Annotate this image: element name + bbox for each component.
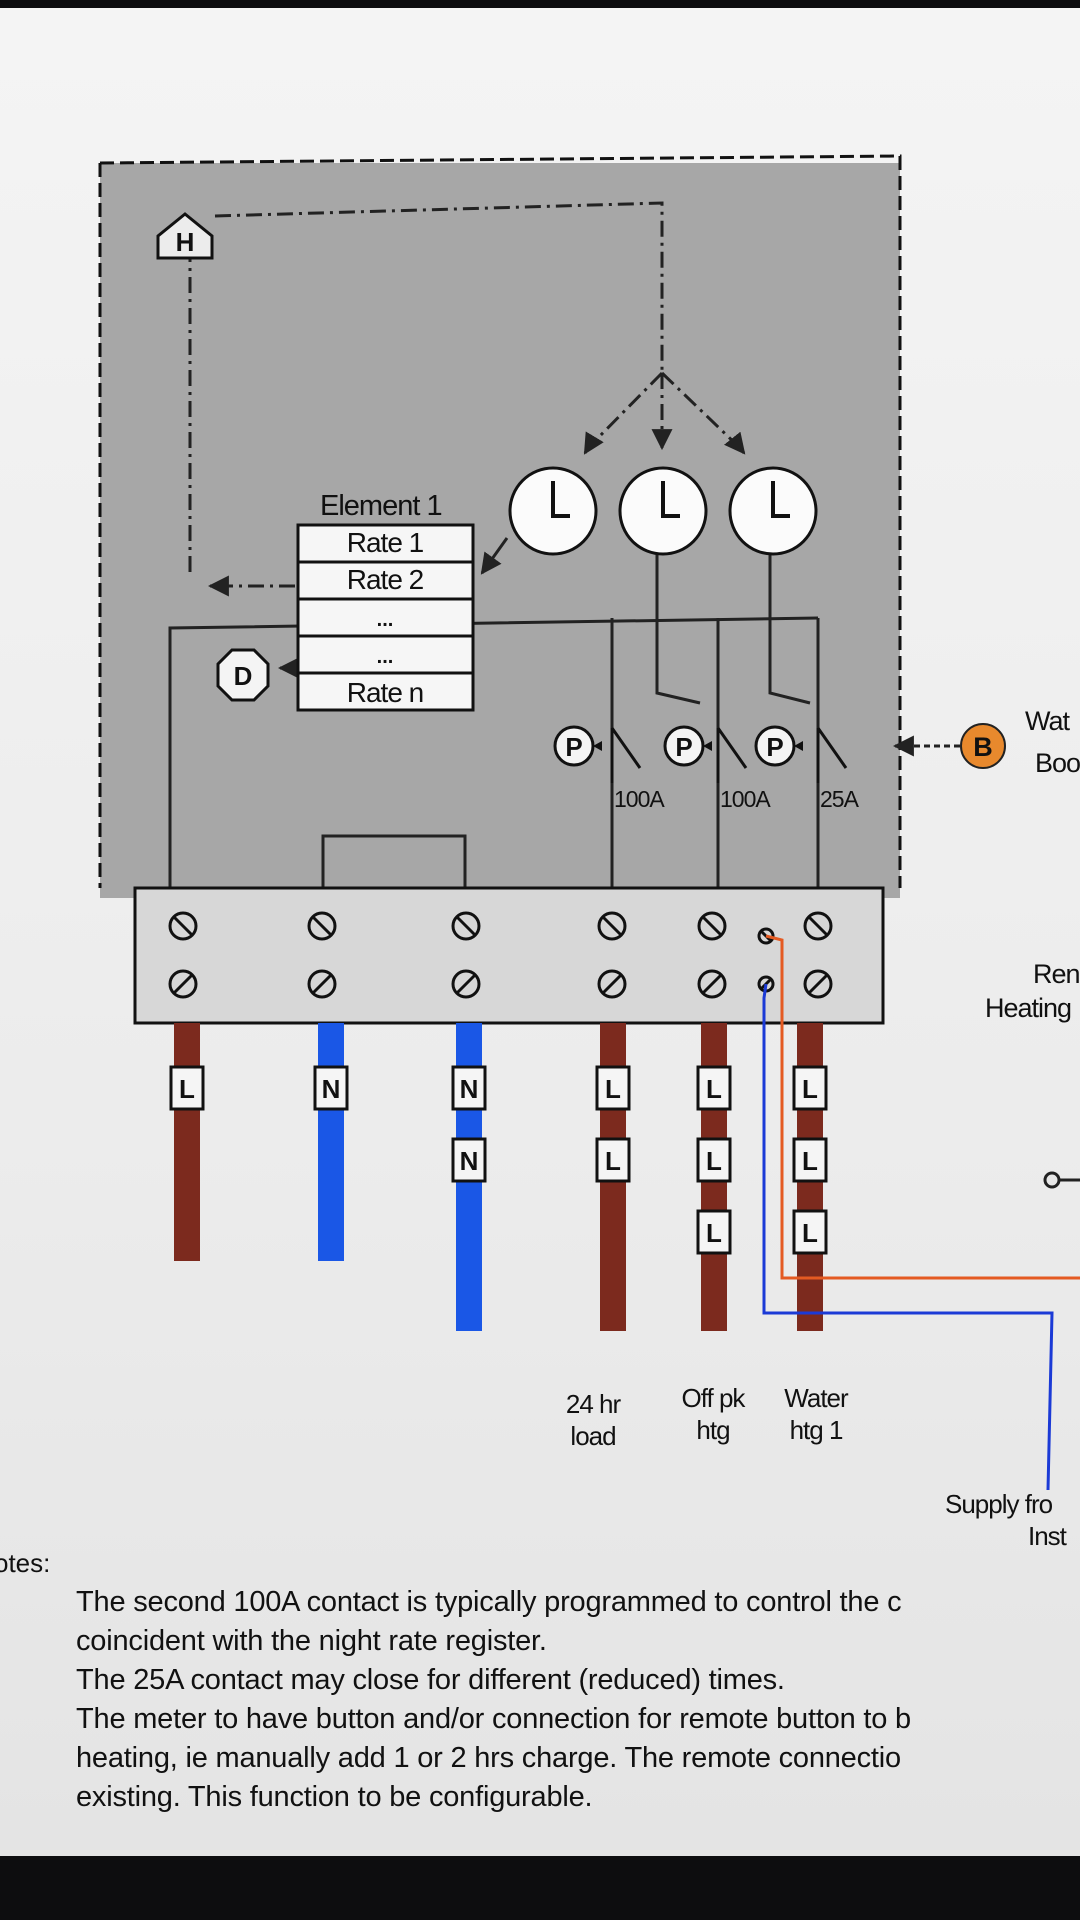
conductor-tag-label: N [460, 1146, 479, 1176]
circuit-24hr-line2: load [570, 1421, 615, 1451]
conductor-tag-label: L [605, 1146, 621, 1176]
conductor-tag-label: L [706, 1074, 722, 1104]
remote-connection-terminal [1043, 1171, 1061, 1189]
conductor-tag-label: L [605, 1074, 621, 1104]
p-relay-icon: P [553, 725, 602, 767]
remote-heating-label-2: Heating [985, 993, 1071, 1023]
d-octagon-icon: D [216, 648, 270, 702]
h-icon-letter: H [176, 227, 195, 257]
conductor-tag-label: L [706, 1146, 722, 1176]
rate-ellipsis-1: ... [377, 609, 394, 631]
conductor-tag: N [451, 1065, 487, 1111]
note-line-4: The meter to have button and/or connecti… [76, 1703, 911, 1735]
note-line-5: heating, ie manually add 1 or 2 hrs char… [76, 1742, 901, 1774]
conductor-tag: L [595, 1065, 631, 1111]
water-boost-label-2: Boo [1035, 748, 1080, 778]
b-icon-letter: B [973, 732, 993, 762]
conductor-tag-label: L [706, 1218, 722, 1248]
circuit-water-line1: Water [784, 1383, 849, 1413]
rate-1: Rate 1 [347, 527, 424, 558]
conductor-tag-label: N [322, 1074, 341, 1104]
p-relay-icon: P [663, 725, 712, 767]
neutral-cable-1 [318, 1023, 344, 1261]
p-icon-letter: P [565, 732, 582, 762]
supply-label-2: Inst [1028, 1521, 1068, 1551]
rate-ellipsis-2: ... [377, 646, 394, 668]
rate-2: Rate 2 [347, 564, 424, 595]
d-icon-letter: D [234, 661, 253, 691]
conductor-tag-label: L [802, 1218, 818, 1248]
conductor-tag: L [696, 1137, 732, 1183]
clock-icon [508, 466, 598, 556]
enclosure-dashed-border [98, 154, 902, 888]
notes-heading: otes: [0, 1548, 51, 1578]
conductor-tag-label: N [460, 1074, 479, 1104]
circuit-water-line2: htg 1 [790, 1415, 843, 1445]
conductor-tag: L [169, 1065, 205, 1111]
water-boost-label-1: Wat [1025, 706, 1070, 736]
circuit-24hr-line1: 24 hr [566, 1389, 622, 1419]
conductor-tag: L [595, 1137, 631, 1183]
contact-rating-2: 100A [720, 786, 771, 812]
note-line-3: The 25A contact may close for different … [76, 1664, 785, 1696]
conductor-tag: L [792, 1065, 828, 1111]
internal-wiring [168, 528, 960, 888]
remote-button-wire [765, 934, 1080, 1280]
supply-label-1: Supply fro [945, 1489, 1053, 1519]
conductor-tag: L [696, 1065, 732, 1111]
photo-of-screen: H D Element 1 Rate 1 Rate 2 ... ... Rate… [0, 8, 1080, 1856]
note-line-1: The second 100A contact is typically pro… [76, 1586, 902, 1618]
live-cable-1 [174, 1023, 200, 1261]
terminal-screws [168, 911, 833, 999]
conductor-tag-label: L [802, 1074, 818, 1104]
contact-rating-1: 100A [614, 786, 665, 812]
rate-n: Rate n [347, 677, 424, 708]
b-boost-icon: B [960, 723, 1006, 769]
conductor-tag: L [792, 1209, 828, 1255]
conductor-tag: N [313, 1065, 349, 1111]
p-relay-icon: P [754, 725, 803, 767]
control-lines [188, 201, 746, 597]
clock-icon [728, 466, 818, 556]
supply-wire [762, 983, 1054, 1491]
clock-icon [618, 466, 708, 556]
terminal-block [133, 886, 885, 1025]
conductor-tag: N [451, 1137, 487, 1183]
element-label: Element 1 [320, 490, 442, 522]
conductor-tag-label: L [179, 1074, 195, 1104]
circuit-offpeak-line2: htg [696, 1415, 729, 1445]
note-line-2: coincident with the night rate register. [76, 1625, 547, 1657]
conductor-tag: L [792, 1137, 828, 1183]
wiring-diagram: H D Element 1 Rate 1 Rate 2 ... ... Rate… [98, 154, 1080, 1551]
contact-switches [610, 727, 848, 783]
conductor-tags: L N N N L L L L L L L L [169, 1065, 828, 1255]
circuit-offpeak-line1: Off pk [682, 1383, 747, 1413]
conductor-tag-label: L [802, 1146, 818, 1176]
conductor-tag: L [696, 1209, 732, 1255]
note-line-6: existing. This function to be configurab… [76, 1781, 593, 1813]
p-icon-letter: P [675, 732, 692, 762]
contact-rating-3: 25A [820, 786, 860, 812]
p-icon-letter: P [766, 732, 783, 762]
remote-heating-label-1: Ren [1033, 959, 1080, 989]
rate-register [296, 523, 475, 712]
h-house-icon: H [156, 212, 214, 260]
